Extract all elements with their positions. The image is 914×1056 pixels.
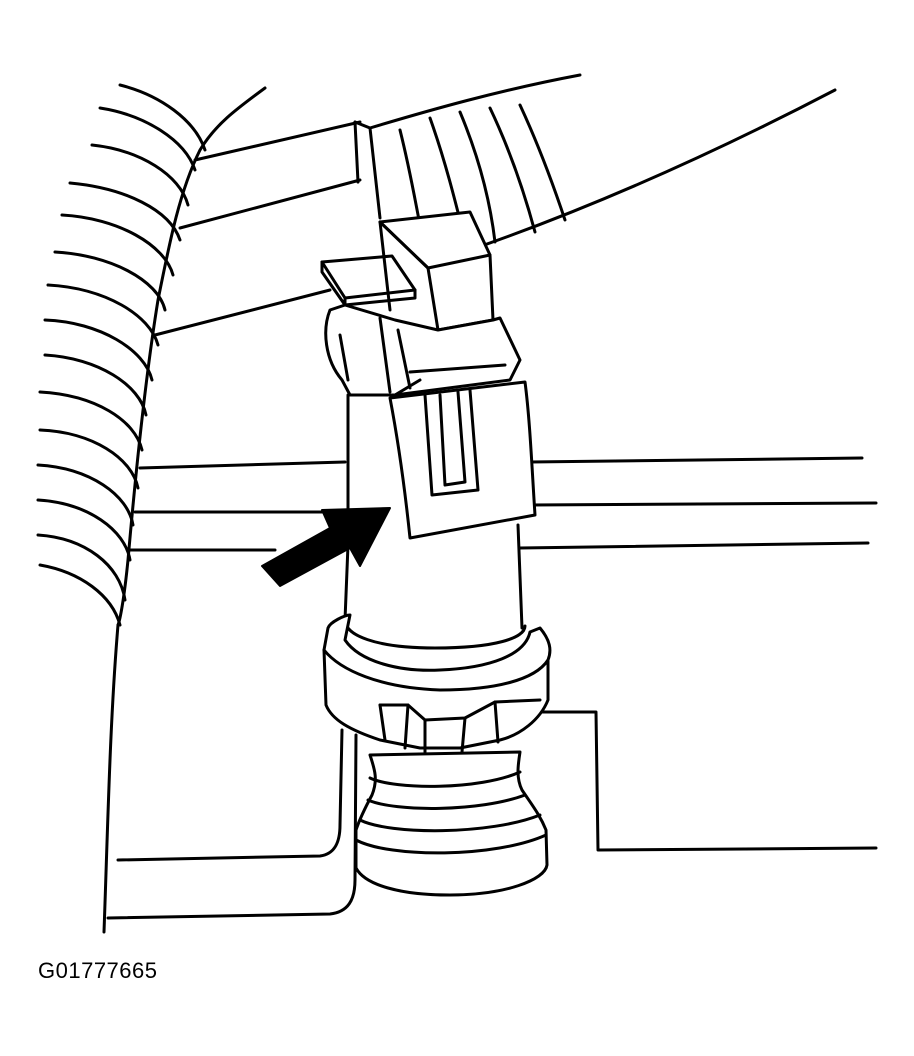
hose: [353, 73, 837, 252]
sensor-connector-diagram: [36, 73, 878, 934]
background-lines: [518, 456, 878, 852]
electrical-connector: [324, 303, 522, 397]
figure-code: G01777665: [38, 958, 158, 983]
connector-housing: [388, 380, 537, 540]
mounting-bracket: [106, 728, 358, 920]
connector-lock-tab: [320, 254, 417, 307]
wiring-harness: [36, 83, 362, 934]
sensor-threaded-stem: [354, 750, 549, 897]
pointer-arrow: [261, 507, 391, 587]
sensor-hex-nut: [322, 613, 552, 754]
